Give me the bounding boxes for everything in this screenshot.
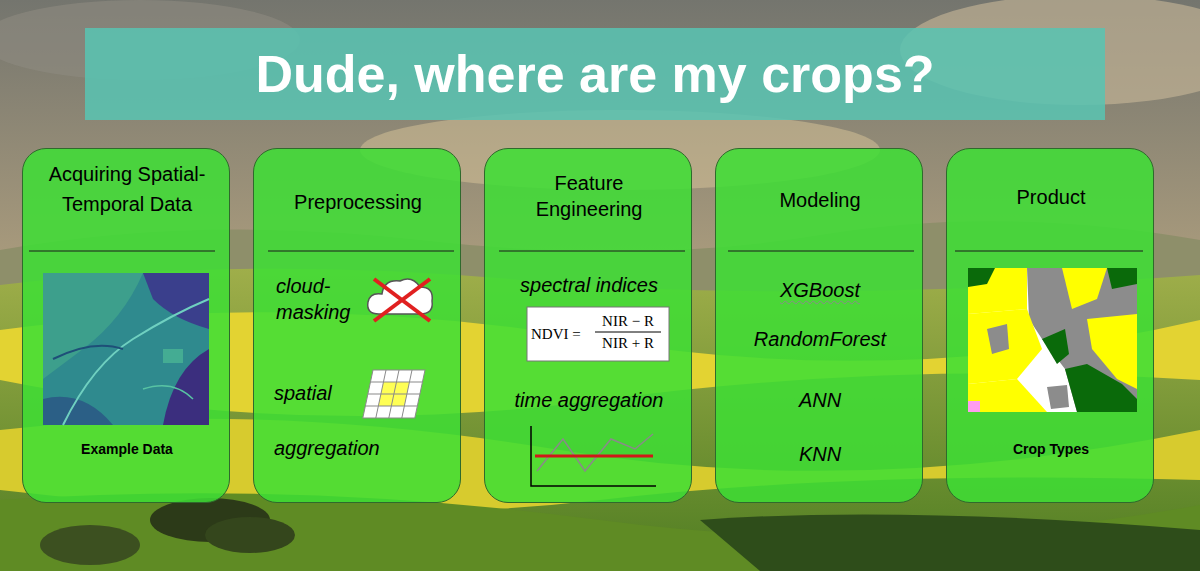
stage-box: ModelingXGBoostRandomForestANN KNN [715,148,923,503]
step-label: time aggregation [485,388,693,412]
formula-numerator: NIR − R [593,312,663,330]
model-name: XGBoost [716,278,924,302]
title-band: Dude, where are my crops? [85,28,1105,120]
stage-box: Acquiring Spatial-Temporal DataExample D… [22,148,230,503]
formula-denominator: NIR + R [593,334,663,352]
formula-text: NDVI = [531,325,593,343]
image-caption: Example Data [23,441,231,458]
title: Dude, where are my crops? [85,28,1105,120]
stage-heading: Acquiring Spatial-Temporal Data [39,159,215,219]
stage-heading: Feature Engineering [509,170,669,222]
step-label: cloud-masking [276,273,366,325]
model-name: ANN [716,388,924,412]
stage-box: ProductCrop Types [946,148,1154,503]
step-label: spatial aggregation [274,366,394,476]
model-name: KNN [716,442,924,466]
step-label: spectral indices [485,273,693,297]
stage-heading: Preprocessing [254,190,462,214]
stage-box: Feature Engineering spectral indicesNDVI … [484,148,692,503]
stage-box: Preprocessing cloud-masking spatial aggreg… [253,148,461,503]
model-name: RandomForest [716,327,924,351]
stage-heading: Product [947,185,1155,209]
stage-heading: Modeling [716,188,924,212]
image-caption: Crop Types [947,441,1155,458]
